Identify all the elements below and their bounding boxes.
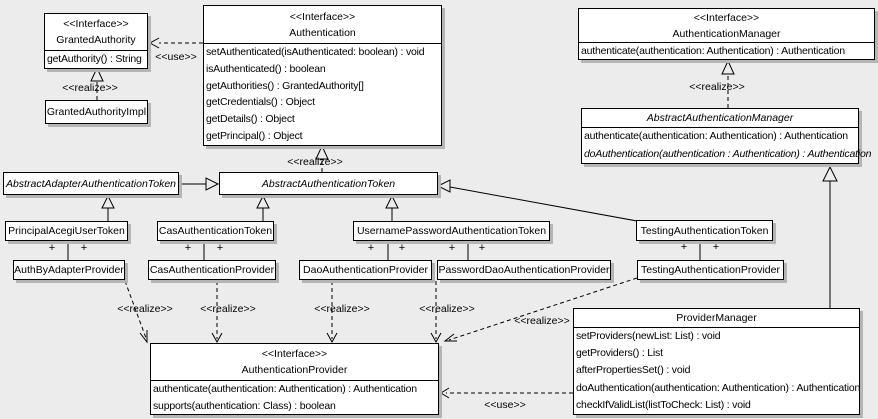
realize-label: <<realize>> xyxy=(200,303,256,315)
method: afterPropertiesSet() : void xyxy=(576,364,691,377)
method: isAuthenticated() : boolean xyxy=(206,62,326,75)
association-end-plus: + xyxy=(367,242,375,254)
edge-realize-testingauthenticationprovider xyxy=(443,277,638,342)
class-name: AuthenticationManager xyxy=(672,27,781,40)
edge-gen-abstractadapter-abstracttoken xyxy=(179,177,220,191)
class-testing-authentication-provider: TestingAuthenticationProvider xyxy=(637,260,784,280)
class-provider-manager: ProviderManager setProviders(newList: Li… xyxy=(573,308,860,415)
class-name: GrantedAuthorityImpl xyxy=(46,106,147,118)
association-end-plus: + xyxy=(712,241,720,253)
edge-gen-castoken-abstracttoken xyxy=(256,194,270,221)
class-name: AbstractAuthenticationToken xyxy=(261,177,396,190)
edge-realize-abstractauthenticationmanager xyxy=(721,59,735,108)
class-name: UsernamePasswordAuthenticationToken xyxy=(356,225,547,237)
class-name: GrantedAuthority xyxy=(56,34,136,46)
association-end-plus: + xyxy=(680,241,688,253)
realize-label: <<realize>> xyxy=(419,303,475,315)
realize-label: <<realize>> xyxy=(314,303,370,315)
association-end-plus: + xyxy=(80,242,88,254)
edge-realize-authbyadapterprovider xyxy=(124,280,148,344)
class-name: ProviderManager xyxy=(676,312,757,324)
method: authenticate(authentication: Authenticat… xyxy=(153,383,417,395)
class-name: PrincipalAcegiUserToken xyxy=(8,225,125,237)
edge-realize-daoauthenticationprovider xyxy=(326,281,338,344)
edge-gen-providermanager-abstractmanager xyxy=(822,165,838,308)
method: authenticate(authentication: Authenticat… xyxy=(584,130,848,142)
class-testing-authentication-token: TestingAuthenticationToken xyxy=(636,220,773,241)
class-name: AbstractAuthenticationManager xyxy=(646,112,794,124)
edge-gen-testingtoken-abstracttoken xyxy=(436,179,638,222)
class-name: AuthenticationProvider xyxy=(241,364,348,376)
edge-realize-abstractauthenticationtoken xyxy=(315,144,329,172)
realize-label: <<realize>> xyxy=(62,82,118,94)
class-authentication-manager: <<Interface>> AuthenticationManager auth… xyxy=(578,8,875,60)
edge-realize-grantedauthorityimpl xyxy=(90,66,104,100)
realize-label: <<realize>> xyxy=(514,315,570,327)
use-label: <<use>> xyxy=(155,51,197,63)
class-name: TestingAuthenticationProvider xyxy=(641,264,780,276)
method: getDetails() : Object xyxy=(206,113,295,126)
edge-gen-principal-abstractadapter xyxy=(101,194,115,221)
edge-gen-usernamepasswordtoken-abstracttoken xyxy=(385,194,399,221)
class-name: DaoAuthenticationProvider xyxy=(303,264,428,276)
association-end-plus: + xyxy=(48,242,56,254)
edge-realize-passworddaoauthenticationprovider xyxy=(430,281,442,344)
class-name: TestingAuthenticationToken xyxy=(640,224,769,237)
class-cas-authentication-token: CasAuthenticationToken xyxy=(157,221,274,241)
method: getAuthorities() : GrantedAuthority[] xyxy=(206,79,364,92)
association-end-plus: + xyxy=(448,242,456,254)
class-abstract-authentication-token: AbstractAuthenticationToken xyxy=(219,172,438,195)
association-end-plus: + xyxy=(398,242,406,254)
class-abstract-authentication-manager: AbstractAuthenticationManager authentica… xyxy=(581,108,872,164)
class-principal-acegi-user-token: PrincipalAcegiUserToken xyxy=(5,221,128,241)
class-name: AbstractAdapterAuthenticationToken xyxy=(5,177,177,190)
method: getProviders() : List xyxy=(576,347,663,360)
edge-realize-casauthenticationprovider xyxy=(211,281,223,344)
method: doAuthentication(authentication: Authent… xyxy=(576,381,861,394)
class-password-dao-authentication-provider: PasswordDaoAuthenticationProvider xyxy=(437,260,611,280)
association-end-plus: + xyxy=(478,242,486,254)
method: getCredentials() : Object xyxy=(206,96,315,109)
class-granted-authority-impl: GrantedAuthorityImpl xyxy=(45,100,148,124)
realize-label: <<realize>> xyxy=(689,81,745,93)
class-authentication: <<Interface>> Authentication setAuthenti… xyxy=(203,5,442,146)
realize-label: <<realize>> xyxy=(287,156,343,168)
class-cas-authentication-provider: CasAuthenticationProvider xyxy=(148,260,276,280)
edge-use-providermanager-authenticationprovider xyxy=(440,387,573,399)
method: checkIfValidList(listToCheck: List) : vo… xyxy=(576,398,751,411)
class-authentication-provider: <<Interface>> AuthenticationProvider aut… xyxy=(150,343,439,415)
class-granted-authority: <<Interface>> GrantedAuthority getAuthor… xyxy=(44,13,148,69)
method: supports(authentication: Class) : boolea… xyxy=(153,400,336,412)
method: authenticate(authentication: Authenticat… xyxy=(581,45,845,57)
method: setProviders(newList: List) : void xyxy=(576,330,721,342)
stereotype: <<Interface>> xyxy=(289,10,356,23)
class-name: CasAuthenticationProvider xyxy=(149,264,275,276)
class-auth-by-adapter-provider: AuthByAdapterProvider xyxy=(13,260,125,280)
association-end-plus: + xyxy=(184,242,192,254)
class-dao-authentication-provider: DaoAuthenticationProvider xyxy=(299,260,432,280)
stereotype: <<Interface>> xyxy=(261,348,328,360)
method: doAuthentication(authentication : Authen… xyxy=(584,147,872,160)
class-username-password-authentication-token: UsernamePasswordAuthenticationToken xyxy=(353,221,550,241)
association-end-plus: + xyxy=(216,242,224,254)
method: getPrincipal() : Object xyxy=(206,129,303,142)
class-name: CasAuthenticationToken xyxy=(158,225,273,237)
stereotype: <<Interface>> xyxy=(693,11,760,24)
method: getAuthority() : String xyxy=(47,53,142,65)
class-abstract-adapter-authentication-token: AbstractAdapterAuthenticationToken xyxy=(3,172,179,195)
class-name: Authentication xyxy=(289,26,356,39)
method: setAuthenticated(isAuthenticated: boolea… xyxy=(206,46,425,58)
use-label: <<use>> xyxy=(484,399,526,411)
realize-label: <<realize>> xyxy=(117,303,173,315)
edge-use-authentication-grantedauthority xyxy=(148,37,203,49)
class-name: AuthByAdapterProvider xyxy=(14,264,124,276)
class-name: PasswordDaoAuthenticationProvider xyxy=(438,264,610,276)
stereotype: <<Interface>> xyxy=(63,18,129,30)
